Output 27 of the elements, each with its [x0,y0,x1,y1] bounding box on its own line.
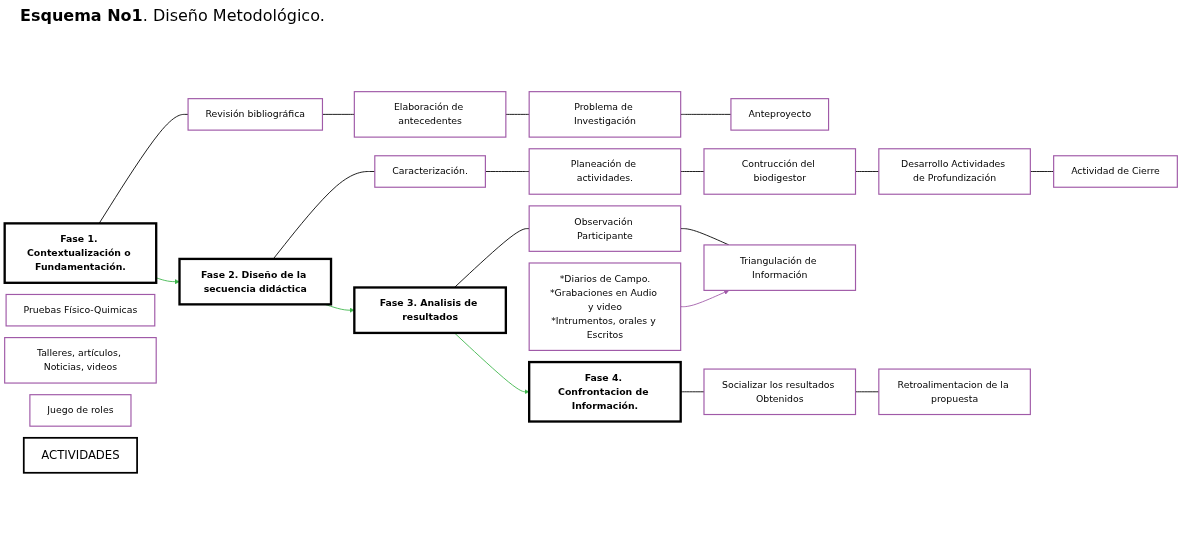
node-box: Problema de Investigación [528,90,682,138]
node-box: Actividad de Cierre [1053,154,1178,188]
node-box: Desarrollo Actividades de Profundización [878,147,1031,195]
connector [322,113,355,115]
node-box: Triangulación de Información [703,244,857,291]
node-box: Fase 4. Confrontacion de Información. [528,360,682,423]
node-box: Juego de roles [29,393,132,427]
node-box: Fase 3. Analisis de resultados [353,286,507,334]
diagram-title: Esquema No1. Diseño Metodológico. [20,6,326,25]
node-box: Planeación de actividades. [528,147,682,195]
node-box: Elaboración de antecedentes [353,90,507,138]
connector [454,227,530,288]
node-box: Fase 2. Diseño de la secuencia didáctica [178,257,333,306]
node-box: Contrucción del biodigestor [703,147,857,195]
node-box: Fase 1. Contextualización o Fundamentación. [3,221,158,284]
node-box: Retroalimentacion de la propuesta [878,368,1031,415]
node-box: *Diarios de Campo. *Grabaciones en Audio y video *Intrumentos, orales y Escritos [528,262,682,351]
node-box: Socializar los resultados Obtenidos [703,368,857,415]
node-box: Observación Participante [528,205,682,252]
node-box: ACTIVIDADES [22,436,138,474]
node-box: Talleres, artículos, Noticias, videos [4,336,157,384]
node-box: Anteproyecto [730,97,830,131]
node-box: Revisión bibliográfica [187,97,324,131]
connector [505,113,530,115]
connector [98,113,189,224]
node-box: Pruebas Físico-Quimicas [5,293,156,327]
node-box: Caracterización. [374,154,486,188]
